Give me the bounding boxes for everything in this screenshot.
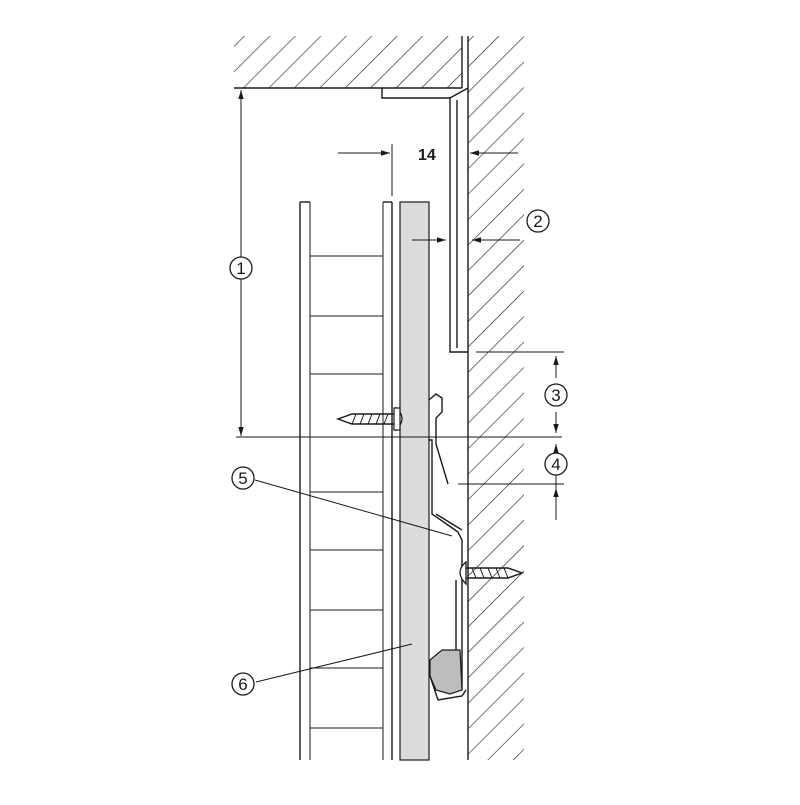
callout-1: 1: [229, 256, 253, 280]
callout-1-label: 1: [236, 259, 245, 278]
lower-screw: [459, 560, 525, 586]
ceiling: [234, 36, 462, 89]
cover-strip: [381, 36, 469, 353]
leader-lines: [254, 479, 453, 683]
wall-rail: [429, 649, 467, 701]
callout-5-label: 5: [238, 469, 247, 488]
callout-6: 6: [231, 672, 255, 696]
suspension-bracket: [428, 393, 463, 690]
callout-3: 3: [544, 383, 568, 407]
callout-3-label: 3: [551, 386, 560, 405]
callout-2: 2: [526, 209, 550, 233]
dimension-14: 14: [338, 144, 518, 196]
callout-5: 5: [231, 466, 255, 490]
callout-6-label: 6: [238, 675, 247, 694]
upper-screw: [335, 406, 403, 432]
dimension-14-label: 14: [418, 147, 436, 164]
callout-4-label: 4: [551, 455, 560, 474]
callout-4: 4: [544, 452, 568, 476]
cabinet-shelves: [310, 255, 383, 729]
cabinet-side: [299, 201, 393, 760]
wall: [467, 36, 524, 760]
callout-2-label: 2: [533, 212, 542, 231]
back-panel: [399, 201, 430, 761]
